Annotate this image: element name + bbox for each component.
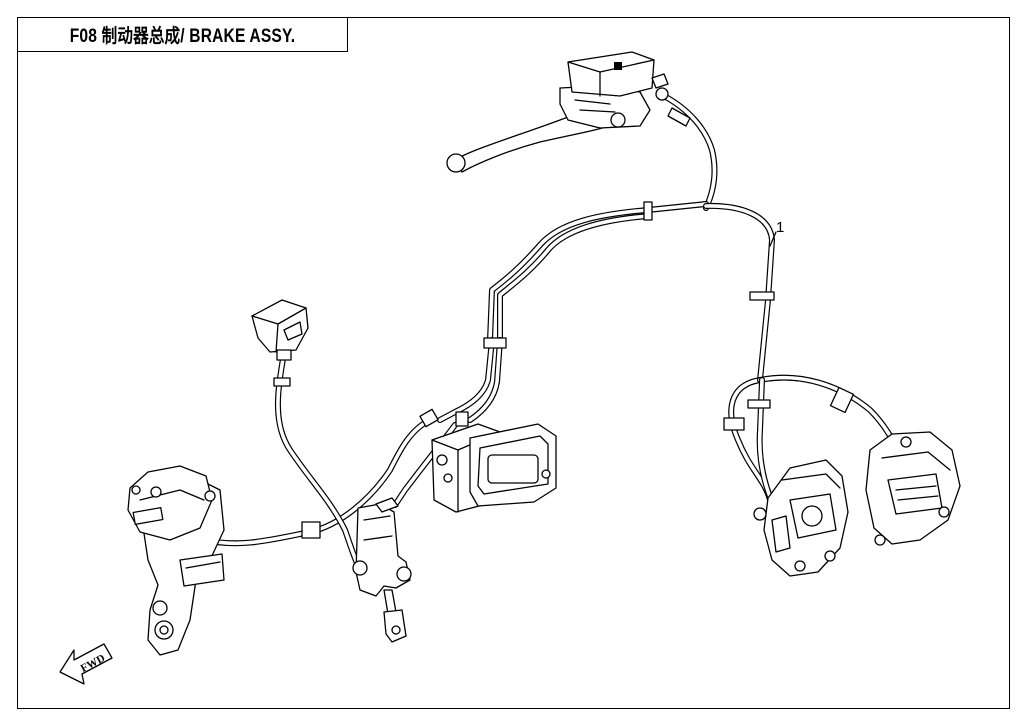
fwd-arrow: FWD <box>59 643 113 685</box>
master-reservoir <box>567 51 655 97</box>
front-master-cylinder <box>446 51 691 173</box>
rear-reservoir <box>251 299 309 361</box>
callout-label: 1 <box>776 219 784 236</box>
rear-caliper <box>127 465 225 656</box>
callout-1: 1 <box>769 219 784 247</box>
page-title: F08 制动器总成/ BRAKE ASSY. <box>69 26 296 47</box>
front-caliper-right <box>865 431 961 546</box>
drawing-frame <box>17 17 1010 709</box>
front-caliper-left <box>753 459 849 577</box>
abs-unit <box>419 408 557 513</box>
hose-clips <box>273 201 855 539</box>
rear-master-cylinder <box>352 497 412 643</box>
title-box: F08 制动器总成/ BRAKE ASSY. <box>17 17 348 52</box>
